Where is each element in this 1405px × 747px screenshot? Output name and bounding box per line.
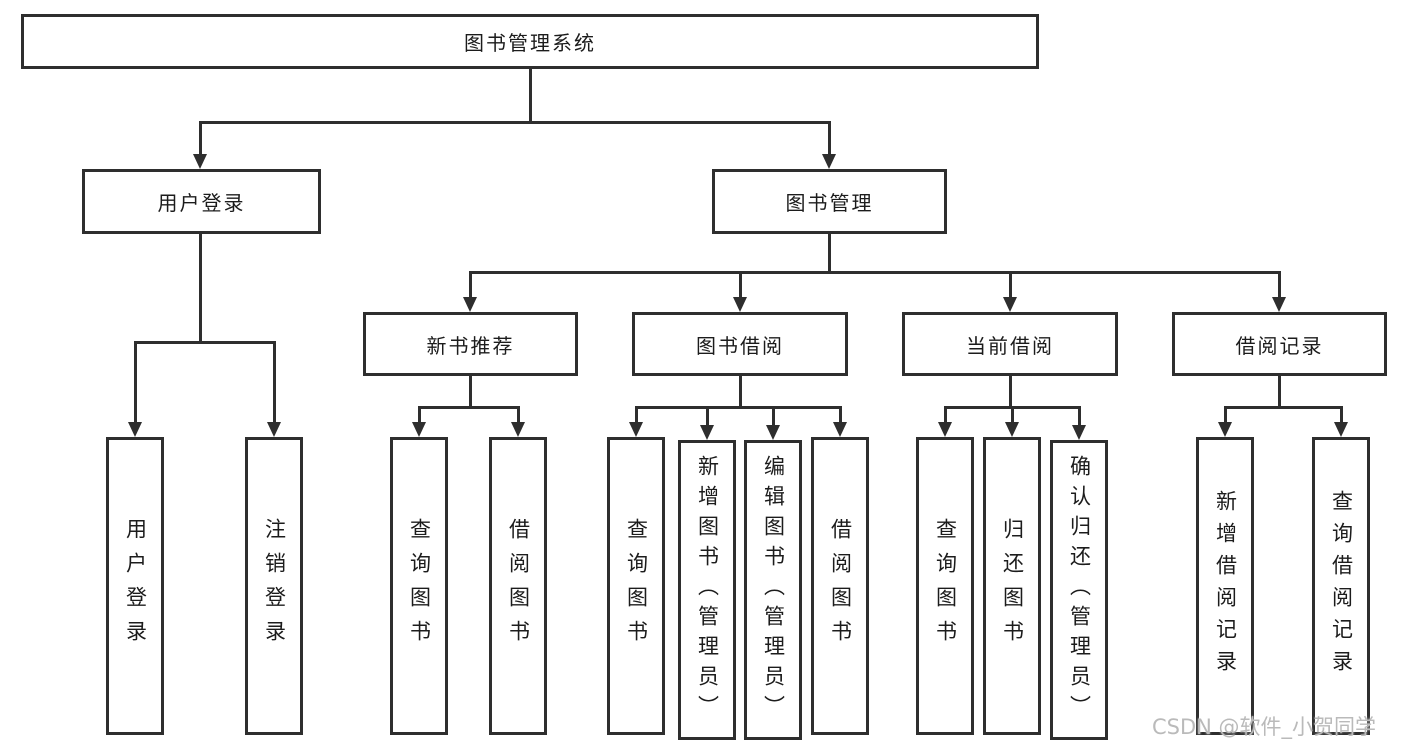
arrow-down-icon <box>766 425 780 440</box>
connector-line <box>1008 274 1012 298</box>
arrow-down-icon <box>463 297 477 312</box>
connector-line <box>1339 409 1343 423</box>
connector-line <box>634 406 842 409</box>
leaf-br-add-record-label: 新增借阅记录 <box>1213 490 1238 682</box>
node-book-borrow-label: 图书借阅 <box>696 333 784 358</box>
node-borrow-records-label: 借阅记录 <box>1235 333 1324 358</box>
connector-line <box>705 409 709 426</box>
node-book-borrow: 图书借阅 <box>632 312 848 376</box>
node-new-book-recommend: 新书推荐 <box>363 312 578 376</box>
connector-line <box>198 121 831 124</box>
connector-line <box>771 409 775 426</box>
connector-line <box>417 409 421 423</box>
leaf-cb-return-books: 归还图书 <box>983 437 1041 735</box>
leaf-br-query-record-label: 查询借阅记录 <box>1329 490 1354 682</box>
connector-line <box>1277 274 1281 298</box>
leaf-bb-query-books-label: 查询图书 <box>624 518 649 654</box>
arrow-down-icon <box>822 154 836 169</box>
connector-line <box>1008 375 1012 409</box>
arrow-down-icon <box>128 422 142 437</box>
node-user-login-label: 用户登录 <box>157 191 246 215</box>
leaf-cb-query-books: 查询图书 <box>916 437 974 735</box>
arrow-down-icon <box>833 422 847 437</box>
watermark: CSDN @软件_小贺同学 <box>1152 715 1377 739</box>
connector-line <box>1010 409 1014 423</box>
leaf-nb-borrow-books-label: 借阅图书 <box>506 518 531 654</box>
leaf-bb-borrow-books: 借阅图书 <box>811 437 869 735</box>
connector-line <box>1277 375 1281 409</box>
connector-line <box>198 124 202 155</box>
leaf-bb-add-books-admin-label: 新增图书（管理员） <box>695 455 720 725</box>
node-current-borrow-label: 当前借阅 <box>966 333 1054 358</box>
connector-line <box>133 344 137 423</box>
connector-line <box>943 406 1081 409</box>
connector-line <box>1223 406 1343 409</box>
leaf-bb-query-books: 查询图书 <box>607 437 665 735</box>
connector-line <box>1223 409 1227 423</box>
node-book-management-label: 图书管理 <box>785 191 874 215</box>
connector-line <box>468 271 1281 274</box>
leaf-bb-borrow-books-label: 借阅图书 <box>828 518 853 654</box>
arrow-down-icon <box>193 154 207 169</box>
connector-line <box>468 274 472 298</box>
leaf-nb-query-books-label: 查询图书 <box>407 518 432 654</box>
connector-line <box>272 344 276 423</box>
connector-line <box>827 124 831 155</box>
arrow-down-icon <box>1272 297 1286 312</box>
leaf-bb-edit-books-admin-label: 编辑图书（管理员） <box>761 455 786 725</box>
leaf-logout-label: 注销登录 <box>262 518 287 654</box>
node-root-label: 图书管理系统 <box>464 31 596 55</box>
leaf-cb-confirm-return-admin: 确认归还（管理员） <box>1050 440 1108 740</box>
node-root: 图书管理系统 <box>21 14 1039 69</box>
node-book-management: 图书管理 <box>712 169 947 234</box>
arrow-down-icon <box>1003 297 1017 312</box>
leaf-bb-add-books-admin: 新增图书（管理员） <box>678 440 736 740</box>
connector-line <box>1077 409 1081 426</box>
leaf-logout: 注销登录 <box>245 437 303 735</box>
connector-line <box>634 409 638 423</box>
arrow-down-icon <box>511 422 525 437</box>
connector-line <box>133 341 276 344</box>
node-borrow-records: 借阅记录 <box>1172 312 1387 376</box>
arrow-down-icon <box>1218 422 1232 437</box>
leaf-nb-query-books: 查询图书 <box>390 437 448 735</box>
connector-line <box>468 375 472 409</box>
leaf-user-login: 用户登录 <box>106 437 164 735</box>
node-current-borrow: 当前借阅 <box>902 312 1118 376</box>
arrow-down-icon <box>412 422 426 437</box>
leaf-cb-confirm-return-admin-label: 确认归还（管理员） <box>1067 455 1092 725</box>
leaf-br-query-record: 查询借阅记录 <box>1312 437 1370 735</box>
connector-line <box>838 409 842 423</box>
arrow-down-icon <box>938 422 952 437</box>
connector-line <box>528 68 532 124</box>
arrow-down-icon <box>1005 422 1019 437</box>
arrow-down-icon <box>1334 422 1348 437</box>
connector-line <box>738 274 742 298</box>
leaf-cb-return-books-label: 归还图书 <box>1000 518 1025 654</box>
node-new-book-recommend-label: 新书推荐 <box>426 333 515 358</box>
leaf-nb-borrow-books: 借阅图书 <box>489 437 547 735</box>
connector-line <box>827 233 831 274</box>
connector-line <box>738 375 742 409</box>
node-user-login: 用户登录 <box>82 169 321 234</box>
connector-line <box>516 409 520 423</box>
connector-line <box>198 233 202 344</box>
connector-line <box>417 406 520 409</box>
leaf-bb-edit-books-admin: 编辑图书（管理员） <box>744 440 802 740</box>
arrow-down-icon <box>733 297 747 312</box>
connector-line <box>943 409 947 423</box>
arrow-down-icon <box>700 425 714 440</box>
arrow-down-icon <box>629 422 643 437</box>
arrow-down-icon <box>267 422 281 437</box>
leaf-user-login-label: 用户登录 <box>123 518 148 654</box>
arrow-down-icon <box>1072 425 1086 440</box>
leaf-br-add-record: 新增借阅记录 <box>1196 437 1254 735</box>
leaf-cb-query-books-label: 查询图书 <box>933 518 958 654</box>
